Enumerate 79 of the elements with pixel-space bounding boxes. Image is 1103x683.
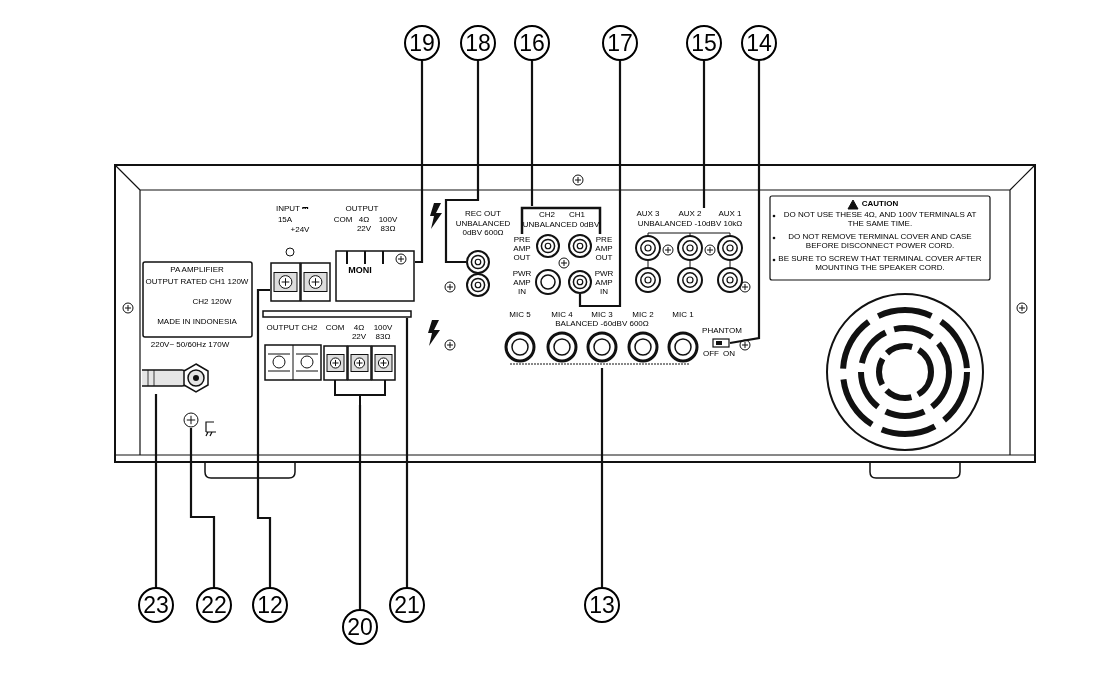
leader-line	[600, 368, 604, 587]
panel-label: OUTPUT	[344, 205, 380, 214]
callout-number: 20	[342, 609, 378, 645]
power-cord	[140, 362, 212, 394]
terminal-block	[323, 345, 398, 405]
panel-label: MIC 5	[508, 311, 532, 320]
panel-label: 22V	[350, 333, 368, 342]
panel-label: UNBALANCED -10dBV 10kΩ	[636, 220, 744, 229]
leader-line	[415, 61, 424, 264]
panel-label: 100V	[377, 216, 399, 225]
panel-label: PA AMPLIFIER	[169, 266, 225, 275]
leader-line	[444, 61, 480, 264]
panel-label: COM	[324, 324, 346, 333]
panel-label: UNBALANCED 0dBV	[522, 221, 600, 230]
caution-heading: CAUTION	[860, 200, 900, 209]
panel-label: INPUT ⎓	[274, 205, 310, 214]
panel-label: MADE IN INDONESIA	[156, 318, 238, 327]
panel-label: PHANTOM	[701, 327, 743, 336]
panel-label: AUX 3	[635, 210, 661, 219]
panel-label: OUTPUT RATED CH1 120W	[145, 278, 249, 287]
callout-number: 17	[602, 25, 638, 61]
panel-label: 83Ω	[374, 333, 392, 342]
panel-label: AUX 2	[677, 210, 703, 219]
rca-jack-pair	[466, 250, 490, 297]
panel-label: PWR AMP IN	[511, 270, 533, 297]
callout-number: 19	[404, 25, 440, 61]
terminal-cover-edge	[262, 310, 412, 318]
caution-text: DO NOT REMOVE TERMINAL COVER AND CASE BEFORE DISCONNECT POWER CORD.	[787, 233, 973, 251]
callout-number: 13	[584, 587, 620, 623]
panel-label: MONI	[347, 265, 373, 276]
leader-line	[702, 61, 706, 208]
leader-line	[729, 61, 761, 345]
panel-label: REC OUT	[464, 210, 502, 219]
panel-label: PWR AMP IN	[593, 270, 615, 297]
panel-label: 4Ω	[352, 324, 366, 333]
panel-label: MIC 3	[590, 311, 614, 320]
callout-number: 14	[741, 25, 777, 61]
panel-label: 100V	[372, 324, 394, 333]
panel-label: CH2	[538, 211, 556, 220]
leader-line	[530, 61, 534, 206]
panel-label: UNBALANCED 0dBV 600Ω	[454, 220, 512, 238]
panel-label: 15A	[276, 216, 294, 225]
panel-label: OFF	[703, 350, 719, 359]
panel-label: OUTPUT CH2	[266, 324, 318, 333]
leader-line	[154, 394, 158, 587]
terminal-block	[270, 262, 332, 302]
panel-label: ON	[722, 350, 736, 359]
leader-line	[405, 318, 409, 587]
panel-label: MIC 4	[550, 311, 574, 320]
callout-number: 21	[389, 587, 425, 623]
panel-label: MIC 2	[631, 311, 655, 320]
callout-number: 16	[514, 25, 550, 61]
panel-label: AUX 1	[717, 210, 743, 219]
panel-label: +24V	[289, 226, 311, 235]
leader-line	[189, 428, 216, 587]
leader-line	[256, 288, 272, 587]
panel-label: CH2 120W	[191, 298, 233, 307]
panel-label: 4Ω	[357, 216, 371, 225]
caution-text: DO NOT USE THESE 4Ω, AND 100V TERMINALS AT THE SAME TIME.	[782, 211, 978, 229]
panel-label: 83Ω	[379, 225, 397, 234]
callout-number: 18	[460, 25, 496, 61]
panel-label: CH1	[568, 211, 586, 220]
callout-number: 15	[686, 25, 722, 61]
panel-label: PRE AMP OUT	[594, 236, 614, 263]
ground-screw	[183, 412, 199, 428]
panel-label: BALANCED -60dBV 600Ω	[554, 320, 650, 329]
panel-label: 22V	[355, 225, 373, 234]
terminal-cover	[335, 250, 415, 302]
panel-label: COM	[332, 216, 354, 225]
panel-label: MIC 1	[671, 311, 695, 320]
leader-line	[358, 405, 362, 609]
panel-label: 220V~ 50/60Hz 170W	[149, 341, 231, 350]
callout-number: 23	[138, 587, 174, 623]
leader-line	[578, 61, 622, 308]
callout-number: 12	[252, 587, 288, 623]
panel-label: PRE AMP OUT	[512, 236, 532, 263]
slide-switch	[712, 338, 730, 348]
caution-text: BE SURE TO SCREW THAT TERMINAL COVER AFTER MOUNTING THE SPEAKER CORD.	[777, 255, 983, 273]
callout-number: 22	[196, 587, 232, 623]
